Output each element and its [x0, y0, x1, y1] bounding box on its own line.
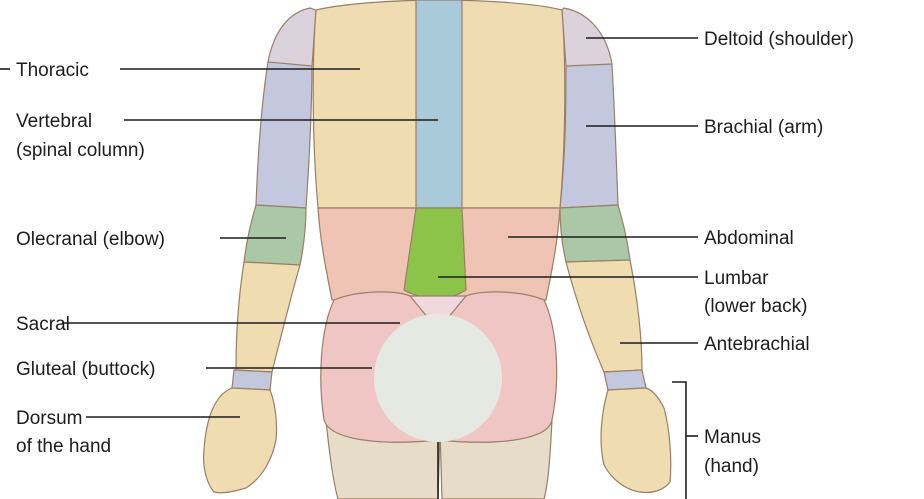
- label-olecranal: Olecranal (elbow): [16, 229, 165, 250]
- label-manus-sub: (hand): [704, 456, 759, 477]
- label-thoracic: Thoracic: [16, 60, 89, 81]
- label-vertebral: Vertebral: [16, 111, 92, 132]
- vertebral-region: [416, 0, 462, 208]
- label-dorsum: Dorsum: [16, 408, 83, 429]
- label-lumbar: Lumbar: [704, 268, 769, 289]
- label-lumbar-sub: (lower back): [704, 296, 807, 317]
- right-elbow: [560, 205, 630, 262]
- label-deltoid: Deltoid (shoulder): [704, 29, 854, 50]
- labels-right: Deltoid (shoulder) Brachial (arm) Abdomi…: [704, 29, 854, 477]
- label-dorsum-sub: of the hand: [16, 436, 111, 457]
- leader-manus-bracket: [672, 382, 686, 499]
- label-brachial: Brachial (arm): [704, 117, 823, 138]
- left-hand: [204, 388, 277, 493]
- left-shoulder: [268, 8, 316, 66]
- left-elbow: [244, 205, 306, 265]
- right-hand: [601, 388, 671, 493]
- left-wrist: [232, 370, 272, 390]
- label-vertebral-sub: (spinal column): [16, 140, 145, 161]
- left-upper-arm: [256, 60, 312, 208]
- label-antebrachial: Antebrachial: [704, 334, 810, 355]
- label-abdominal: Abdominal: [704, 228, 794, 249]
- mask-circle: [374, 314, 502, 442]
- right-shoulder: [562, 8, 612, 66]
- body-illustration: [204, 0, 671, 499]
- left-forearm: [236, 262, 300, 372]
- right-wrist: [604, 370, 646, 390]
- label-manus: Manus: [704, 427, 761, 448]
- right-upper-arm: [560, 60, 618, 208]
- label-gluteal: Gluteal (buttock): [16, 359, 155, 380]
- label-sacral: Sacral: [16, 314, 70, 335]
